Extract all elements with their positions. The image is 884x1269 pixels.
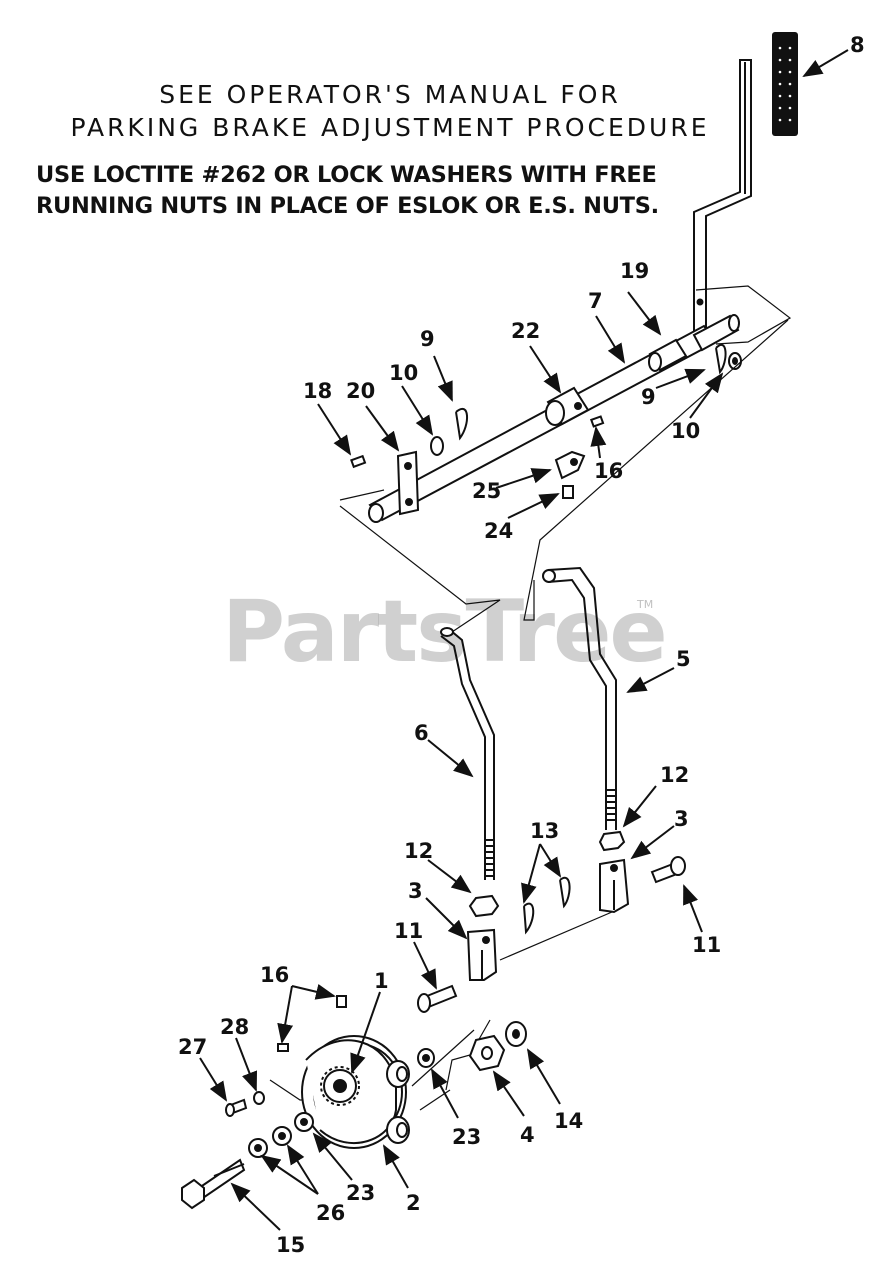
loctite-note-line1: USE LOCTITE #262 OR LOCK WASHERS WITH FR…	[36, 162, 657, 188]
washer-lower	[248, 1021, 527, 1158]
callout-3-right: 3	[674, 807, 689, 831]
brake-rod-right	[542, 566, 617, 830]
clevis-pin	[417, 856, 686, 1013]
callout-22: 22	[511, 319, 540, 343]
callout-12-left: 12	[404, 839, 433, 863]
jam-nut	[468, 830, 626, 918]
cross-shaft	[368, 314, 740, 523]
cotter-pin-lower	[523, 876, 571, 935]
hex-bolt	[181, 1158, 246, 1210]
hex-nut	[468, 1034, 506, 1072]
brake-rod-left	[440, 627, 495, 880]
set-screw	[350, 415, 605, 469]
brake-pedal-pad	[772, 32, 798, 136]
watermark-tm: TM	[637, 598, 654, 611]
small-screw	[225, 995, 347, 1117]
leader-lines	[199, 49, 849, 1231]
callout-28: 28	[220, 1015, 249, 1039]
manual-note: SEE OPERATOR'S MANUAL FOR PARKING BRAKE …	[40, 78, 740, 144]
loctite-note-line2: RUNNING NUTS IN PLACE OF ESLOK OR E.S. N…	[36, 193, 659, 219]
callout-11-right: 11	[692, 933, 721, 957]
callout-5: 5	[676, 647, 691, 671]
callout-19: 19	[620, 259, 649, 283]
callout-24: 24	[484, 519, 513, 543]
shaft-clamp	[554, 450, 586, 499]
callout-10-right: 10	[671, 419, 700, 443]
callout-18: 18	[303, 379, 332, 403]
clevis	[466, 858, 630, 981]
callout-4: 4	[520, 1123, 535, 1147]
loctite-note: USE LOCTITE #262 OR LOCK WASHERS WITH FR…	[36, 160, 696, 222]
callout-23-lower: 23	[346, 1181, 375, 1205]
callout-10-top: 10	[389, 361, 418, 385]
callout-8: 8	[850, 33, 865, 57]
manual-note-line1: SEE OPERATOR'S MANUAL FOR	[159, 80, 621, 109]
callout-13: 13	[530, 819, 559, 843]
callout-12-right: 12	[660, 763, 689, 787]
callout-15: 15	[276, 1233, 305, 1257]
callout-3-left: 3	[408, 879, 423, 903]
callout-11-left: 11	[394, 919, 423, 943]
brake-pedal-lever	[693, 59, 752, 334]
cotter-pin-upper	[455, 344, 727, 441]
shaft-bracket	[396, 450, 420, 516]
callout-2: 2	[406, 1191, 421, 1215]
callout-16-top: 16	[594, 459, 623, 483]
shaft-hub	[545, 386, 590, 426]
callout-20: 20	[346, 379, 375, 403]
callout-14: 14	[554, 1109, 583, 1133]
callout-23-mid: 23	[452, 1125, 481, 1149]
callout-9-top: 9	[420, 327, 435, 351]
callout-16-lower: 16	[260, 963, 289, 987]
callout-7: 7	[588, 289, 603, 313]
assembly-boundary	[269, 285, 792, 1111]
brake-gear	[320, 1066, 360, 1106]
callout-25: 25	[472, 479, 501, 503]
callout-1: 1	[374, 969, 389, 993]
callout-27: 27	[178, 1035, 207, 1059]
manual-note-line2: PARKING BRAKE ADJUSTMENT PROCEDURE	[70, 113, 710, 142]
callout-labels: 8 19 7 22 9 10 20 18 9 10 16 25 24 5 6 1…	[178, 33, 865, 1257]
callout-26: 26	[316, 1201, 345, 1225]
callout-6: 6	[414, 721, 429, 745]
brake-band-ear	[386, 1060, 410, 1144]
callout-9-right: 9	[641, 385, 656, 409]
